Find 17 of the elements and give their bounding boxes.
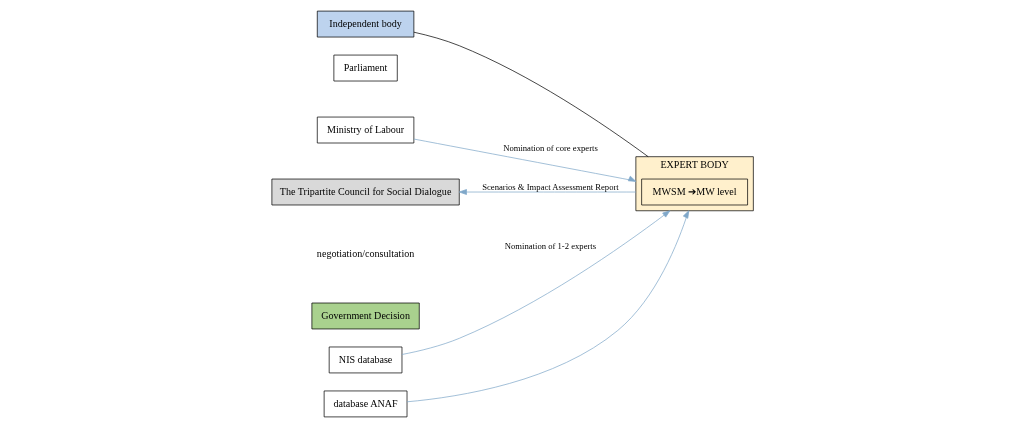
- node-box: Government Decision: [311, 302, 420, 330]
- node-box: Independent body: [316, 10, 414, 38]
- node-box: MWSM ➔MW level: [640, 178, 748, 206]
- label: negotiation/consultation: [316, 247, 414, 259]
- arrow: [401, 210, 670, 355]
- edge-label: Nomination of 1-2 experts: [504, 240, 596, 251]
- edge-label: Scenarios & Impact Assessment Report: [481, 181, 619, 192]
- node-box: The Tripartite Council for Social Dialogue: [271, 178, 460, 206]
- node-box: Ministry of Labour: [316, 116, 414, 144]
- arrow: [406, 210, 689, 403]
- arrow: [458, 189, 636, 195]
- edge-label: Nomination of core experts: [502, 143, 598, 154]
- node-box: Parliament: [333, 54, 398, 82]
- connector: [413, 31, 649, 158]
- node-box: database ANAF: [323, 390, 407, 418]
- arrow: [413, 138, 636, 182]
- node-box: NIS database: [328, 346, 402, 374]
